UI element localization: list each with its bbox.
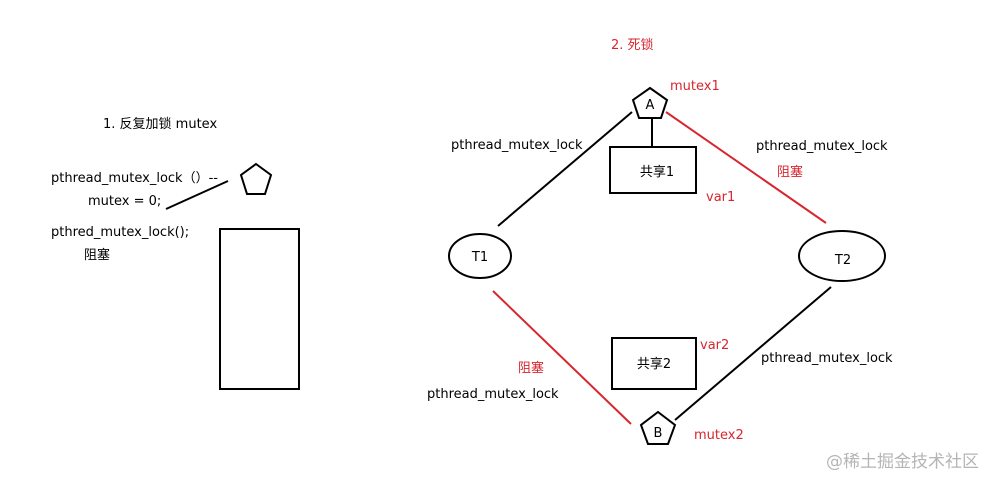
mutex-a-label: A: [646, 98, 655, 113]
right-panel: 2. 死锁 A mutex1 共享1 var1 T1 T2 共享2 var2 B…: [427, 37, 893, 445]
mutex1-label: mutex1: [670, 79, 720, 94]
edge-label-t1-b-lock: pthread_mutex_lock: [427, 387, 559, 402]
edge-a-to-t2: [665, 111, 827, 224]
left-code-line-1: pthread_mutex_lock（）--: [51, 171, 218, 186]
edge-t1-to-a: [497, 111, 633, 227]
left-title: 1. 反复加锁 mutex: [103, 116, 217, 132]
left-panel: 1. 反复加锁 mutex pthread_mutex_lock（）-- mut…: [51, 116, 300, 390]
share2-label: 共享2: [637, 356, 671, 372]
mutex-b-label: B: [654, 426, 663, 441]
left-code-line-4: 阻塞: [84, 247, 110, 263]
left-mutex-pentagon: [239, 162, 273, 195]
share1-label: 共享1: [640, 164, 674, 180]
left-resource-rect: [219, 228, 300, 390]
right-title: 2. 死锁: [611, 37, 654, 53]
thread-t2-ellipse: [798, 230, 886, 282]
edge-label-t1-a-lock: pthread_mutex_lock: [451, 138, 583, 153]
left-connector-line: [165, 180, 229, 210]
edge-label-t2-b-lock: pthread_mutex_lock: [761, 351, 893, 366]
var2-label: var2: [700, 338, 729, 353]
mutex-a-pentagon: [631, 86, 669, 119]
edge-label-t2-a-blocked: 阻塞: [777, 164, 803, 180]
edge-t1-to-b: [492, 290, 632, 425]
var1-label: var1: [706, 190, 735, 205]
edge-label-t1-b-blocked: 阻塞: [518, 360, 544, 376]
left-code-line-2: mutex = 0;: [88, 194, 161, 209]
watermark-text: @稀土掘金技术社区: [826, 452, 979, 472]
left-code-line-3: pthred_mutex_lock();: [51, 225, 189, 240]
share2-box: [611, 337, 697, 390]
thread-t1-label: T1: [471, 250, 488, 265]
share1-box: [609, 146, 697, 194]
thread-t2-label: T2: [834, 253, 851, 268]
thread-t1-ellipse: [448, 233, 512, 279]
edge-label-t2-a-lock: pthread_mutex_lock: [756, 139, 888, 154]
mutex2-label: mutex2: [694, 428, 744, 443]
edge-t2-to-b: [674, 286, 832, 421]
mutex-b-pentagon: [639, 410, 677, 445]
